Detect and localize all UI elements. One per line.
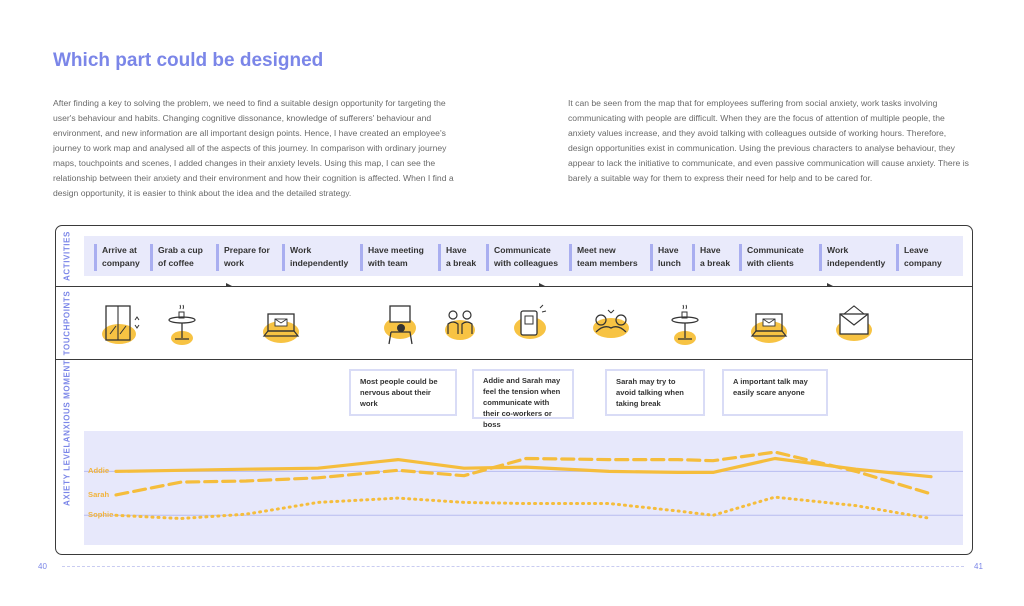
email-icon — [836, 305, 872, 341]
anxiety-chart-band — [84, 431, 963, 545]
anxious-note: Most people could be nervous about their… — [349, 369, 457, 416]
anxious-note: Sarah may try to avoid talking when taki… — [605, 369, 705, 416]
laptop-icon — [262, 313, 300, 343]
page-number-left: 40 — [38, 562, 47, 571]
activities-band — [84, 236, 963, 276]
journey-map: ACTIVITIES TOUCHPOINTS ANXIOUS MOMENT AX… — [55, 225, 973, 555]
page-footer-line — [62, 566, 964, 567]
series-label-sophie: Sophie — [88, 510, 114, 520]
series-label-addie: Addie — [88, 466, 110, 476]
coffee-table-icon — [168, 304, 196, 345]
row-divider — [56, 359, 972, 360]
row-divider — [56, 286, 972, 287]
intro-paragraph-left: After finding a key to solving the probl… — [53, 98, 454, 198]
series-line-sarah — [114, 450, 933, 497]
anxious-note: Addie and Sarah may feel the tension whe… — [472, 369, 574, 429]
timeline-arrows — [226, 283, 833, 286]
meeting-chair-icon — [384, 305, 416, 345]
series-label-sarah: Sarah — [88, 489, 110, 499]
anxiety-level-chart — [84, 450, 963, 520]
page-number-right: 41 — [974, 562, 983, 571]
intro-paragraph-right: It can be seen from the map that for emp… — [568, 98, 969, 183]
page-title: Which part could be designed — [53, 50, 324, 71]
door-icon — [102, 305, 140, 344]
series-line-addie — [114, 456, 933, 479]
laptop-icon — [750, 313, 788, 343]
anxious-note: A important talk may easily scare anyone — [722, 369, 828, 416]
handshake-icon — [593, 309, 629, 338]
phone-icon — [514, 304, 547, 339]
lunch-table-icon — [671, 304, 699, 345]
people-icon — [445, 310, 475, 340]
